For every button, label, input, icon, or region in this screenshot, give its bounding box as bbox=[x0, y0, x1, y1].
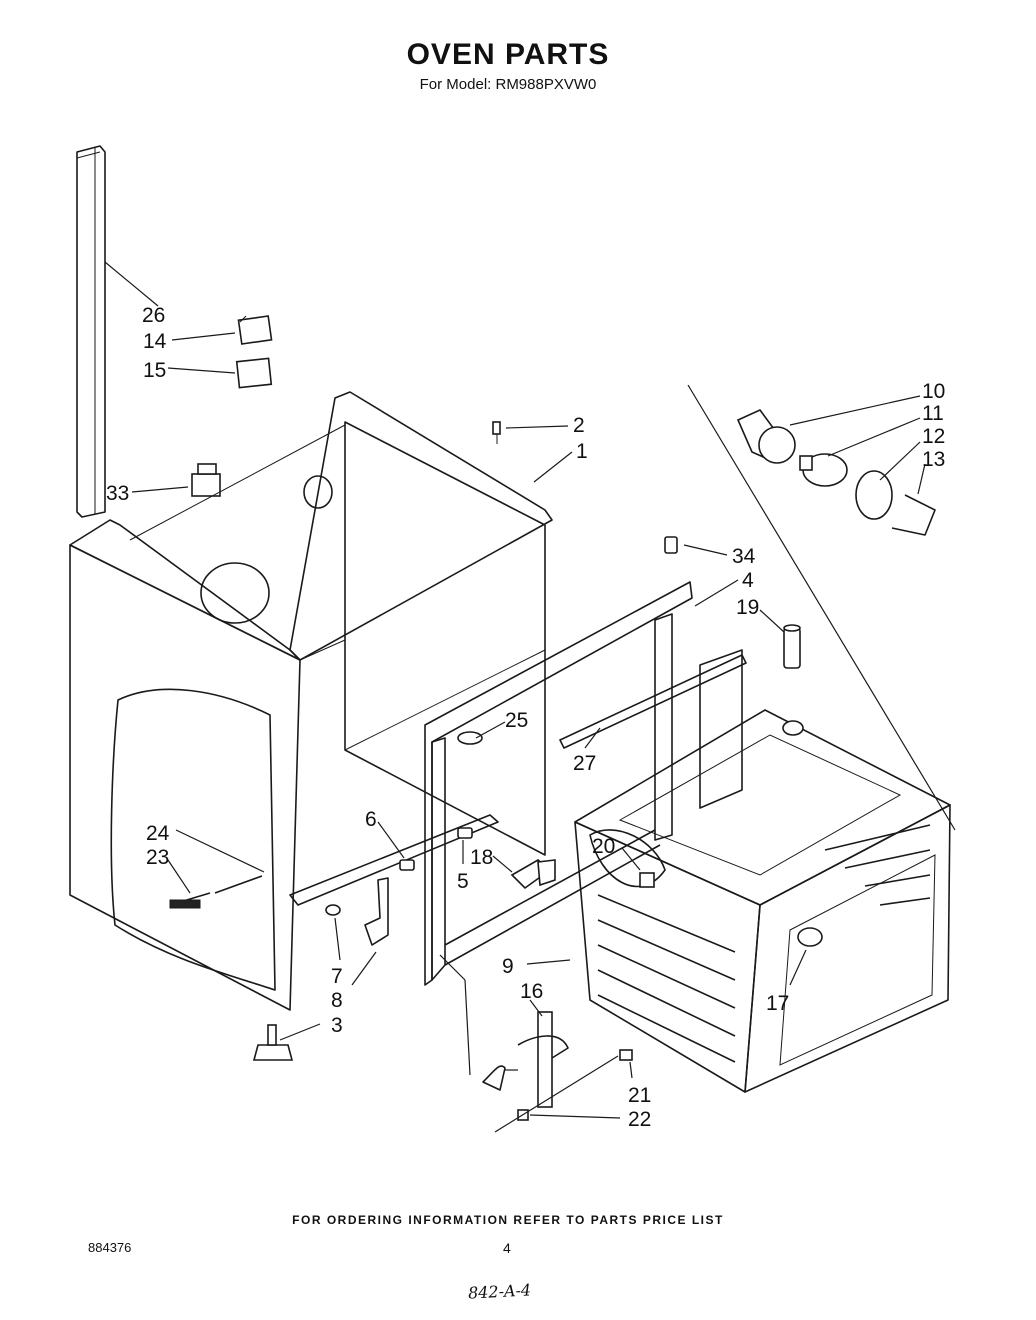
callout-16: 16 bbox=[520, 980, 543, 1003]
part-15-block bbox=[235, 357, 273, 389]
ordering-note: FOR ORDERING INFORMATION REFER TO PARTS … bbox=[292, 1213, 724, 1227]
part-34-plug bbox=[664, 536, 678, 554]
part-11-bulb bbox=[799, 453, 848, 487]
part-4-front-frame bbox=[424, 581, 693, 986]
callout-1: 1 bbox=[576, 440, 588, 463]
part-7-screw bbox=[325, 904, 341, 916]
part-20-clip bbox=[589, 829, 666, 888]
callout-24: 24 bbox=[146, 822, 170, 845]
callout-5: 5 bbox=[457, 870, 469, 893]
callout-34: 34 bbox=[732, 545, 756, 568]
page-title: OVEN PARTS bbox=[406, 38, 610, 71]
part-26-trim-strip bbox=[76, 145, 106, 518]
page-number: 4 bbox=[503, 1240, 511, 1256]
part-12-lens bbox=[855, 470, 893, 520]
callout-33: 33 bbox=[106, 482, 129, 505]
callout-2: 2 bbox=[573, 414, 585, 437]
part-27-rack-support bbox=[559, 649, 747, 809]
callout-8: 8 bbox=[331, 989, 343, 1012]
part-9-oven-liner bbox=[574, 709, 951, 1093]
callout-13: 13 bbox=[922, 448, 945, 471]
callout-25: 25 bbox=[505, 709, 528, 732]
callout-20: 20 bbox=[592, 835, 615, 858]
callout-7: 7 bbox=[331, 965, 343, 988]
part-16-hinge bbox=[482, 1011, 569, 1108]
callout-23: 23 bbox=[146, 846, 169, 869]
part-18-bracket bbox=[510, 859, 556, 890]
part-25-sensor bbox=[457, 731, 483, 745]
part-13-clip bbox=[891, 494, 936, 536]
part-33-switch bbox=[191, 463, 221, 497]
part-17-button bbox=[797, 927, 823, 947]
part-6-plug bbox=[399, 859, 415, 871]
callout-6: 6 bbox=[365, 808, 377, 831]
callout-labels: 26 14 15 33 2 1 10 11 12 13 34 4 19 25 2… bbox=[106, 304, 945, 1131]
callout-22: 22 bbox=[628, 1108, 651, 1131]
part-19-vent bbox=[783, 624, 801, 669]
part-1-cabinet bbox=[69, 391, 553, 1011]
leader-lines bbox=[104, 261, 956, 1133]
callout-4: 4 bbox=[742, 569, 754, 592]
part-21-screw bbox=[619, 1049, 633, 1061]
part-3-leveling-leg bbox=[252, 1024, 294, 1061]
callout-26: 26 bbox=[142, 304, 165, 327]
model-subtitle: For Model: RM988PXVW0 bbox=[419, 76, 597, 93]
part-2-screw bbox=[492, 421, 501, 444]
handwritten-reference: 842-A-4 bbox=[467, 1280, 532, 1303]
document-number: 884376 bbox=[88, 1240, 132, 1255]
callout-14: 14 bbox=[143, 330, 167, 353]
part-10-light-socket bbox=[736, 409, 796, 464]
part-23-24-element bbox=[169, 875, 263, 909]
callout-17: 17 bbox=[766, 992, 789, 1015]
callout-27: 27 bbox=[573, 752, 596, 775]
callout-12: 12 bbox=[922, 425, 945, 448]
callout-9: 9 bbox=[502, 955, 514, 978]
callout-11: 11 bbox=[922, 402, 944, 425]
callout-15: 15 bbox=[143, 359, 166, 382]
callout-21: 21 bbox=[628, 1084, 651, 1107]
callout-19: 19 bbox=[736, 596, 759, 619]
part-14-block bbox=[237, 315, 273, 345]
callout-18: 18 bbox=[470, 846, 493, 869]
callout-10: 10 bbox=[922, 380, 945, 403]
callout-3: 3 bbox=[331, 1014, 343, 1037]
part-5-pin bbox=[457, 827, 473, 839]
part-8-bracket bbox=[364, 877, 389, 946]
